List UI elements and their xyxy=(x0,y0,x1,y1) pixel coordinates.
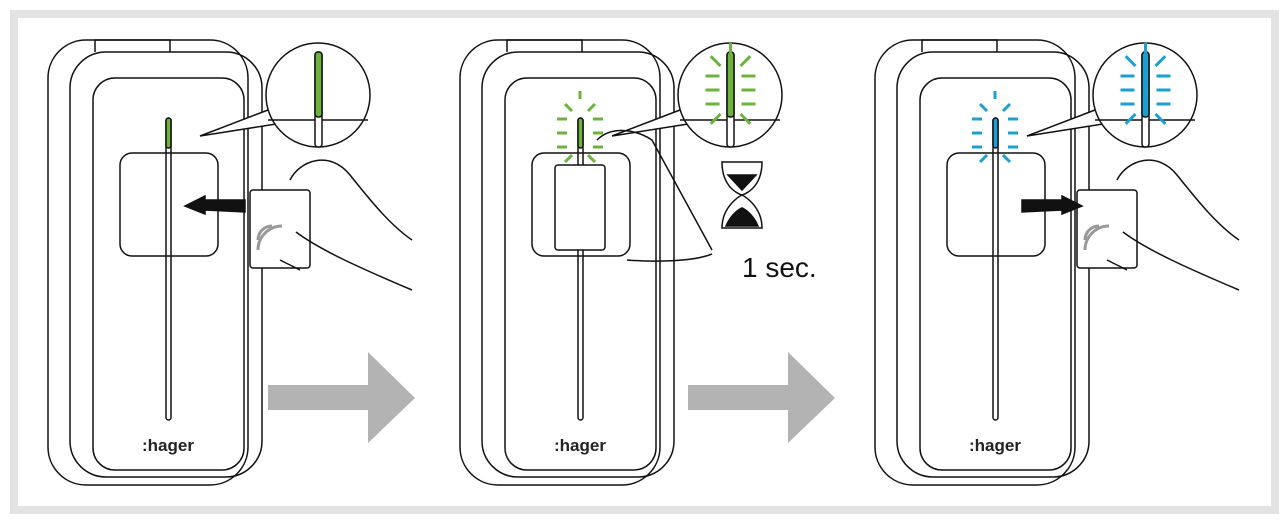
callout-blink-ray xyxy=(709,55,722,68)
hager-logo: :hager xyxy=(554,436,606,455)
hager-logo: :hager xyxy=(142,436,194,455)
card-wireless-symbol xyxy=(1083,224,1110,251)
led-strip xyxy=(992,117,999,421)
callout-led-light xyxy=(726,51,735,118)
charger-top-vent xyxy=(506,39,583,52)
led-blink-ray xyxy=(1001,102,1012,113)
rfid-card-icon xyxy=(249,189,311,269)
step-2-panel: :hager xyxy=(459,39,783,486)
charger-top-vent xyxy=(921,39,998,52)
callout-blink-ray xyxy=(1154,55,1167,68)
callout-led-light xyxy=(314,51,323,118)
charger-front-cover xyxy=(481,51,675,478)
card-direction-arrow xyxy=(1021,194,1084,216)
callout-blink-ray xyxy=(739,112,752,125)
card-direction-arrow xyxy=(183,194,246,216)
led-light xyxy=(165,117,172,149)
led-blink-ray xyxy=(1001,153,1012,164)
charger-body xyxy=(47,39,249,486)
charger-faceplate xyxy=(92,77,245,471)
callout-pointer xyxy=(1026,109,1104,137)
illustration-frame xyxy=(10,10,1279,514)
callout-led-light xyxy=(1141,51,1150,118)
next-step-arrow xyxy=(688,352,835,443)
hourglass-sand xyxy=(724,174,760,227)
callout-blink-ray xyxy=(739,55,752,68)
callout-blink-ray xyxy=(709,112,722,125)
duration-label: 1 sec. xyxy=(742,252,817,283)
card-wireless-symbol xyxy=(256,224,283,251)
charger-faceplate xyxy=(919,77,1072,471)
callout-blink-ray xyxy=(1154,112,1167,125)
charger-body xyxy=(874,39,1076,486)
hand-icon xyxy=(1106,159,1240,291)
led-blink-ray xyxy=(586,153,597,164)
led-blink-ray xyxy=(563,153,574,164)
hand-icon xyxy=(596,129,713,262)
led-strip xyxy=(577,117,584,421)
rfid-card-icon xyxy=(554,164,606,251)
callout-blink-ray xyxy=(1124,55,1137,68)
next-step-arrow xyxy=(268,352,415,443)
led-strip xyxy=(165,117,172,421)
led-blink-ray xyxy=(563,102,574,113)
step-1-panel: :hager xyxy=(47,39,413,486)
charger-faceplate xyxy=(504,77,657,471)
charger-body xyxy=(459,39,661,486)
callout-blink-ray xyxy=(1124,112,1137,125)
hager-logo: :hager xyxy=(969,436,1021,455)
rfid-card-icon xyxy=(1076,189,1138,269)
callout-pointer xyxy=(611,109,689,137)
hand-icon xyxy=(279,159,413,291)
step-3-panel: :hager xyxy=(874,39,1240,486)
led-light xyxy=(992,117,999,149)
led-blink-ray xyxy=(978,153,989,164)
hourglass-icon xyxy=(721,161,763,229)
led-light xyxy=(577,117,584,149)
rfid-reader-window xyxy=(531,152,631,257)
charger-top-vent xyxy=(94,39,171,52)
led-blink-ray xyxy=(586,102,597,113)
led-blink-ray xyxy=(978,102,989,113)
callout-pointer xyxy=(199,109,277,137)
